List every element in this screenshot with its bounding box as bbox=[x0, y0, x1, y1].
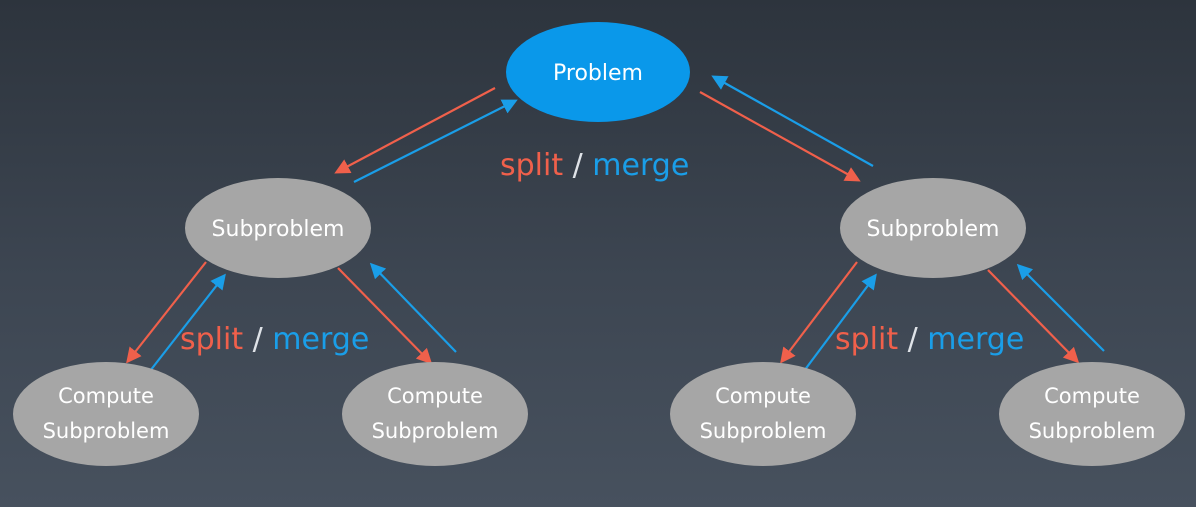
node-problem: Problem bbox=[506, 22, 690, 122]
merge-arrow-left-to-root bbox=[353, 99, 518, 183]
node-compute-subproblem-2: Compute Subproblem bbox=[342, 362, 528, 466]
split-arrow-root-to-right bbox=[699, 91, 861, 182]
merge-arrow-leaf2-to-left bbox=[369, 262, 457, 353]
label-split-merge-left: split / merge bbox=[180, 322, 369, 357]
node-compute-1-line2: Subproblem bbox=[43, 419, 170, 443]
label-sep-top: / bbox=[563, 148, 592, 183]
label-split-left: split bbox=[180, 322, 243, 357]
node-subproblem-left: Subproblem bbox=[185, 178, 371, 278]
node-compute-1-line1: Compute bbox=[58, 384, 154, 408]
merge-arrow-leaf3-to-right bbox=[803, 273, 877, 372]
label-split-right: split bbox=[835, 322, 898, 357]
split-arrow-right-to-leaf3 bbox=[780, 261, 858, 364]
node-compute-subproblem-4: Compute Subproblem bbox=[999, 362, 1185, 466]
node-subproblem-right: Subproblem bbox=[840, 178, 1026, 278]
node-compute-3-line1: Compute bbox=[715, 384, 811, 408]
node-subproblem-right-label: Subproblem bbox=[867, 217, 1000, 242]
merge-arrow-leaf1-to-left bbox=[149, 273, 226, 372]
label-sep-right: / bbox=[898, 322, 927, 357]
node-compute-subproblem-1: Compute Subproblem bbox=[13, 362, 199, 466]
merge-arrow-right-to-root bbox=[711, 75, 874, 167]
label-merge-top: merge bbox=[592, 148, 689, 183]
label-merge-left: merge bbox=[272, 322, 369, 357]
split-arrow-left-to-leaf1 bbox=[126, 261, 207, 364]
label-split-merge-top: split / merge bbox=[500, 148, 689, 183]
node-subproblem-left-label: Subproblem bbox=[212, 217, 345, 242]
node-compute-subproblem-3: Compute Subproblem bbox=[670, 362, 856, 466]
split-arrow-left-to-leaf2 bbox=[337, 267, 433, 365]
node-problem-label: Problem bbox=[553, 61, 643, 86]
split-arrow-root-to-left bbox=[334, 87, 496, 174]
label-split-top: split bbox=[500, 148, 563, 183]
node-compute-2-line2: Subproblem bbox=[372, 419, 499, 443]
node-compute-4-line2: Subproblem bbox=[1029, 419, 1156, 443]
label-merge-right: merge bbox=[927, 322, 1024, 357]
node-compute-4-line1: Compute bbox=[1044, 384, 1140, 408]
merge-arrow-leaf4-to-right bbox=[1016, 263, 1105, 352]
label-split-merge-right: split / merge bbox=[835, 322, 1024, 357]
node-compute-2-line1: Compute bbox=[387, 384, 483, 408]
split-arrow-right-to-leaf4 bbox=[987, 269, 1080, 364]
node-compute-3-line2: Subproblem bbox=[700, 419, 827, 443]
label-sep-left: / bbox=[243, 322, 272, 357]
